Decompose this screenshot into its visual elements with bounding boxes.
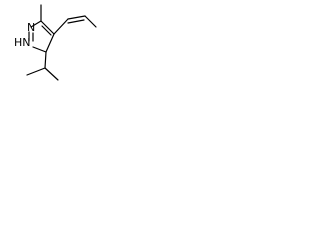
isopropyl-methyl-left <box>26 67 46 76</box>
bond-c3-to-c4-double-outer <box>40 20 55 35</box>
bond-c5-to-nh <box>32 46 47 53</box>
molecule-drawing: N HN <box>14 4 97 81</box>
bond-n-to-c3 <box>30 20 42 28</box>
nh-label: HN <box>14 36 31 49</box>
propenyl-double-bond-outer <box>67 15 86 20</box>
chemical-structure-canvas: N HN <box>0 0 98 87</box>
isopropyl-ch-bond <box>44 51 47 69</box>
pyrazole-ring <box>28 20 55 53</box>
nitrogen-label: N <box>27 21 35 34</box>
propenyl-bond-2 <box>84 15 97 28</box>
bond-c4-to-c5 <box>45 33 55 53</box>
propenyl-double-bond-inner <box>67 19 85 24</box>
substituents <box>26 4 97 81</box>
isopropyl-methyl-right <box>44 67 59 81</box>
bond-c3-to-c4-double-inner <box>41 25 52 36</box>
propenyl-bond-1 <box>53 18 69 35</box>
